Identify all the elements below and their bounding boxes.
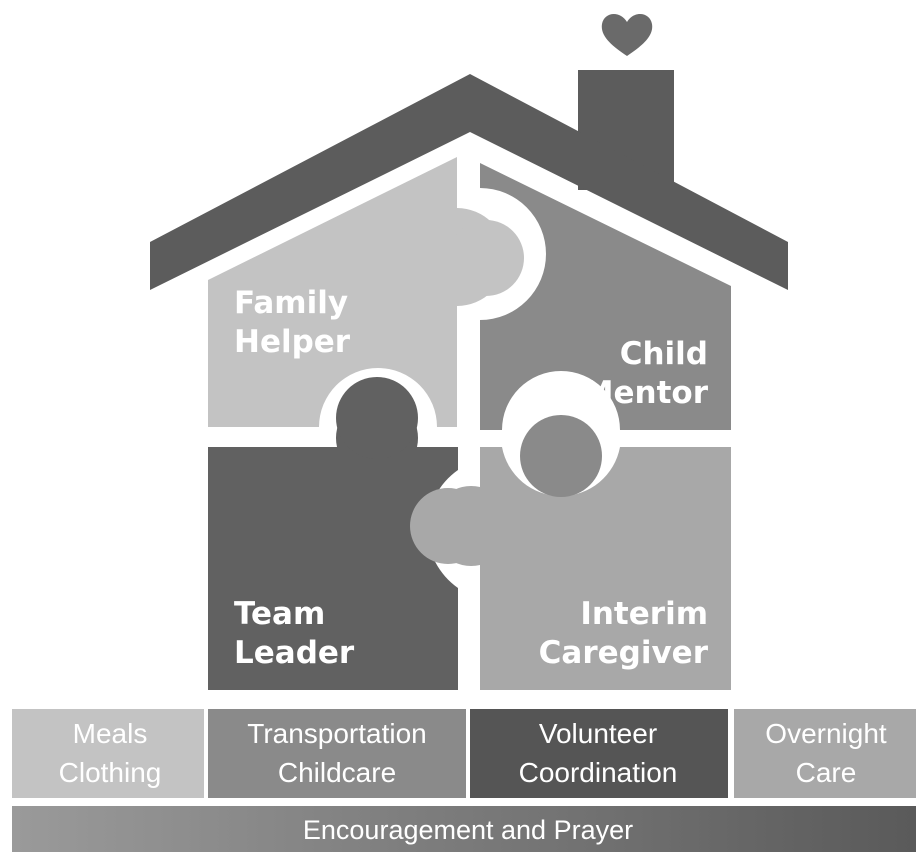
foundation-tile-volunteer <box>470 709 728 798</box>
tile-overnight-line1: Overnight <box>765 718 887 749</box>
team-leader-label-line2: Leader <box>234 635 355 671</box>
interim-caregiver-label-line2: Caregiver <box>539 635 709 671</box>
puzzle-piece-team-leader <box>208 396 458 690</box>
tile-transportation-line1: Transportation <box>247 718 427 749</box>
puzzle-piece-child-mentor <box>480 163 731 430</box>
family-helper-knob <box>448 220 524 296</box>
tile-volunteer-line1: Volunteer <box>539 718 657 749</box>
foundation-band-label: Encouragement and Prayer <box>303 815 633 845</box>
family-helper-label-line2: Helper <box>234 324 351 360</box>
child-mentor-label-line2: Mentor <box>583 375 709 411</box>
puzzle-piece-interim-caregiver <box>431 447 731 690</box>
puzzle-piece-family-helper <box>208 157 506 427</box>
roof <box>150 74 788 290</box>
team-leader-label-line1: Team <box>234 596 325 632</box>
tile-volunteer-line2: Coordination <box>519 757 678 788</box>
foundation-tile-meals <box>12 709 204 798</box>
tile-meals-line1: Meals <box>73 718 148 749</box>
family-helper-label-line1: Family <box>234 285 348 321</box>
interim-caregiver-label-line1: Interim <box>580 596 708 632</box>
tile-transportation-line2: Childcare <box>278 757 396 788</box>
foundation-tile-transportation <box>208 709 466 798</box>
child-mentor-label-line1: Child <box>620 336 708 372</box>
team-leader-knob <box>336 377 418 459</box>
foundation-band <box>12 806 916 852</box>
child-mentor-knob <box>520 415 602 497</box>
tile-overnight-line2: Care <box>796 757 857 788</box>
heart-icon <box>601 13 653 56</box>
tile-meals-line2: Clothing <box>59 757 162 788</box>
interim-caregiver-knob <box>410 488 486 564</box>
foundation-tile-overnight <box>734 709 916 798</box>
